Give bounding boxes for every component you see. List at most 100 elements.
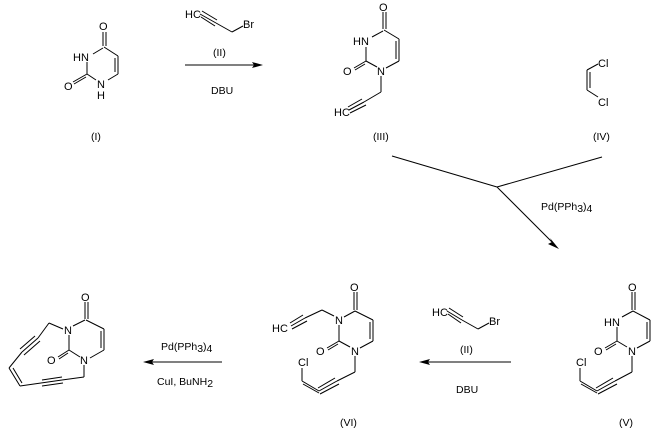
- compound-IV: Cl Cl (IV): [586, 58, 610, 143]
- bond-ch-ch: [8, 367, 21, 387]
- compound-III: O HN O N HC (III): [334, 2, 400, 143]
- bond-triple-2: [289, 314, 304, 324]
- bond-c-ch2: [461, 319, 479, 330]
- reagent-II-bottom: HC Br (II): [432, 307, 500, 356]
- compound-label-II: (II): [213, 47, 226, 59]
- bond-n1-c2: [338, 340, 351, 348]
- bond-triple-2: [201, 10, 218, 21]
- reagent-pd-catalyst: Pd(PPh3)4: [161, 341, 213, 355]
- bond-triple-3: [597, 383, 618, 395]
- bond-c6-n1: [89, 349, 105, 359]
- compound-V: O HN O N Cl (V): [576, 282, 651, 429]
- bond-n1-c2: [616, 340, 628, 348]
- arrowhead-down-right: [548, 238, 559, 249]
- bond-triple-3: [349, 104, 367, 114]
- atom-nh3: HN: [604, 317, 620, 329]
- atom-n1: N: [377, 66, 385, 78]
- bond-n3-c4: [621, 310, 634, 318]
- bond-c2-o2: [353, 60, 367, 69]
- bond-n3-c4: [343, 310, 356, 318]
- atom-o4: O: [81, 292, 90, 304]
- atom-n3: N: [335, 315, 343, 327]
- bond-triple-1: [199, 13, 217, 24]
- atom-br: Br: [489, 316, 500, 328]
- reaction-arrow-step4: Pd(PPh3)4 CuI, BuNH2: [143, 341, 222, 390]
- atom-o2: O: [316, 346, 325, 358]
- atom-br: Br: [243, 19, 254, 31]
- bond-triple-1: [446, 310, 463, 321]
- bond-c2-o2: [604, 340, 618, 349]
- reagent-dbu: DBU: [456, 384, 478, 396]
- compound-label-II: (II): [460, 344, 473, 356]
- compound-label-III: (III): [373, 131, 389, 143]
- reagent-dbu: DBU: [211, 85, 233, 97]
- atom-o2: O: [343, 66, 352, 78]
- bond-c2-o2-double: [327, 343, 339, 351]
- bond-c6-n1: [385, 60, 400, 69]
- bond-triple-6: [41, 382, 64, 387]
- arrowhead-left: [419, 359, 430, 365]
- bond-c4-c5: [354, 310, 374, 321]
- bond-c4-c5: [383, 29, 400, 40]
- bond-c2-o2-double: [58, 352, 69, 360]
- atom-hc: HC: [334, 107, 350, 119]
- bond-c2-o2-double: [354, 63, 366, 71]
- atom-n1: N: [628, 346, 636, 358]
- bond-c-ch2: [215, 22, 233, 33]
- atom-n1: N: [97, 79, 105, 91]
- bond-c-cl1: [586, 63, 599, 71]
- bond-ch2-br: [477, 322, 490, 330]
- arrowhead-right: [252, 62, 263, 68]
- atom-cl1: Cl: [598, 58, 608, 70]
- bond-c4-c5: [85, 319, 105, 330]
- compound-product: O N O N: [8, 292, 105, 387]
- reagent-II-top: HC Br (II): [185, 9, 254, 59]
- bond-n3-ch2: [321, 309, 335, 317]
- bond-c2-o2: [57, 349, 70, 358]
- bond-ch2-c: [304, 309, 323, 319]
- bond-c2-o2-double: [605, 343, 617, 351]
- bond-c6-n1: [107, 73, 119, 81]
- bond-triple-4: [40, 379, 63, 384]
- bond-c-ch-double: [302, 383, 320, 394]
- bond-c2-o2: [326, 340, 340, 349]
- atom-o4: O: [628, 282, 637, 294]
- atom-nh3: HN: [353, 36, 369, 48]
- atom-n1: N: [80, 355, 88, 367]
- bond-ch2-c: [37, 322, 50, 339]
- compound-label-VI: (VI): [340, 417, 357, 429]
- bond-n1-c2: [86, 73, 97, 81]
- bond-c-ch2: [61, 376, 85, 381]
- bond-triple-4: [318, 380, 338, 392]
- compound-VI: O N O N HC Cl (VI): [272, 282, 374, 429]
- atom-cl2: Cl: [598, 97, 608, 109]
- atom-o2: O: [64, 81, 73, 93]
- atom-o4: O: [99, 21, 108, 33]
- bond-triple-3: [200, 16, 216, 27]
- bond-c2-o2: [72, 73, 88, 83]
- atom-o2: O: [594, 346, 603, 358]
- atom-o4: O: [350, 282, 359, 294]
- bond-n3-ch2: [48, 322, 64, 330]
- atom-h1: H: [97, 90, 105, 102]
- reaction-arrow-step3: DBU: [419, 359, 511, 396]
- bond-triple-3: [23, 340, 41, 356]
- bond-triple-1: [290, 317, 306, 327]
- bond-triple-5: [317, 377, 336, 389]
- bond-ch2-c: [336, 371, 356, 382]
- atom-hc: HC: [185, 9, 201, 21]
- atom-hc: HC: [272, 323, 288, 335]
- bond-c-ch: [301, 380, 320, 392]
- compound-I: O HN O N H (I): [64, 21, 119, 143]
- bond-ch-ch-double: [12, 367, 23, 384]
- reaction-arrow-step2: Pd(PPh3)4: [391, 155, 603, 249]
- atom-cl: Cl: [298, 357, 308, 369]
- bond-ch2-br: [231, 25, 244, 33]
- atom-o2: O: [47, 355, 56, 367]
- bond-triple-2: [347, 98, 363, 108]
- reagent-cui-bunh2: CuI, BuNH2: [157, 376, 213, 390]
- bond-triple-6: [319, 383, 340, 395]
- reaction-arrow-step1: DBU: [185, 62, 263, 97]
- bond-triple-3: [291, 320, 308, 330]
